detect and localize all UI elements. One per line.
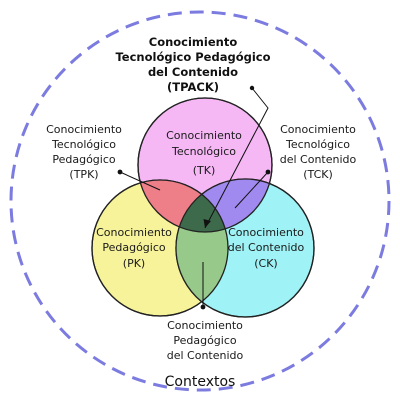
svg-text:(CK): (CK) xyxy=(254,257,277,270)
leader-lines xyxy=(119,87,269,307)
svg-text:(TPACK): (TPACK) xyxy=(167,80,219,94)
svg-text:Pedagógico: Pedagógico xyxy=(52,153,116,166)
ck-label: Conocimiento del Contenido (CK) xyxy=(228,226,305,270)
svg-text:Conocimiento: Conocimiento xyxy=(166,129,242,142)
tk-label: Conocimiento Tecnológico (TK) xyxy=(166,129,242,177)
svg-text:Conocimiento: Conocimiento xyxy=(280,123,356,136)
svg-text:(TCK): (TCK) xyxy=(303,168,333,181)
svg-text:Conocimiento: Conocimiento xyxy=(167,319,243,332)
svg-text:(TK): (TK) xyxy=(193,164,216,177)
contexts-circle xyxy=(9,10,391,392)
tpack-region xyxy=(176,180,228,232)
tck-leader-line xyxy=(234,171,269,209)
svg-text:del Contenido: del Contenido xyxy=(280,153,357,166)
tpack-label: Conocimiento Tecnológico Pedagógico del … xyxy=(115,35,270,94)
svg-text:Pedagógico: Pedagógico xyxy=(102,241,166,254)
svg-text:Tecnológico: Tecnológico xyxy=(285,138,350,151)
svg-text:(PK): (PK) xyxy=(123,257,145,270)
tpk-leader-line xyxy=(119,171,161,191)
pck-label: Conocimiento Pedagógico del Contenido xyxy=(167,319,244,362)
tpack-arrowhead xyxy=(203,219,211,228)
svg-text:Conocimiento: Conocimiento xyxy=(149,35,238,49)
tpk-label: Conocimiento Tecnológico Pedagógico (TPK… xyxy=(46,123,122,181)
svg-text:Pedagógico: Pedagógico xyxy=(173,334,237,347)
svg-text:Conocimiento: Conocimiento xyxy=(96,226,172,239)
svg-text:Conocimiento: Conocimiento xyxy=(46,123,122,136)
tck-label: Conocimiento Tecnológico del Contenido (… xyxy=(280,123,357,181)
svg-text:Tecnológico Pedagógico: Tecnológico Pedagógico xyxy=(115,50,270,64)
svg-text:Tecnológico: Tecnológico xyxy=(171,145,236,158)
contexts-label: Contextos xyxy=(165,374,236,390)
svg-text:Tecnológico: Tecnológico xyxy=(51,138,116,151)
svg-text:del Contenido: del Contenido xyxy=(228,241,305,254)
svg-text:del Contenido: del Contenido xyxy=(167,349,244,362)
leader-dots xyxy=(117,85,271,310)
svg-text:Conocimiento: Conocimiento xyxy=(228,226,304,239)
svg-text:(TPK): (TPK) xyxy=(69,168,98,181)
svg-text:del Contenido: del Contenido xyxy=(148,65,238,79)
tpack-leader-line xyxy=(204,87,269,229)
pk-label: Conocimiento Pedagógico (PK) xyxy=(96,226,172,270)
